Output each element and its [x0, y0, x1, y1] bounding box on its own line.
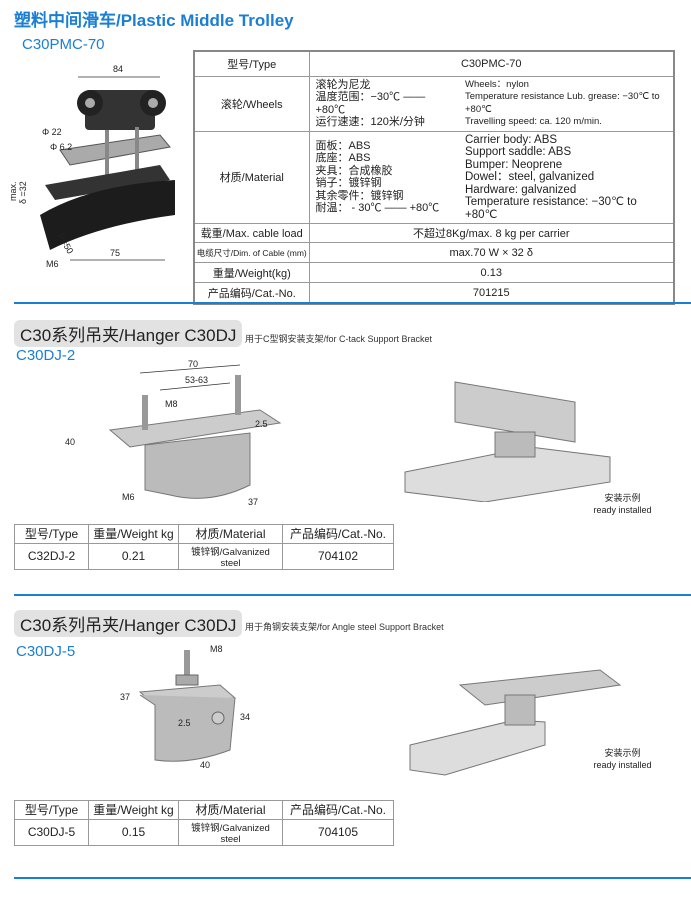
hanger1-note: 用于C型钢安装支架/for C-tack Support Bracket [245, 334, 433, 344]
svg-text:37: 37 [120, 692, 130, 702]
svg-text:δ =32: δ =32 [18, 181, 28, 204]
svg-text:40: 40 [200, 760, 210, 770]
hanger2-model: C30DJ-5 [16, 643, 76, 660]
svg-text:53-63: 53-63 [185, 375, 208, 385]
col-material: 材质/Material [178, 524, 283, 544]
col-weight: 重量/Weight kg [88, 800, 179, 820]
svg-text:70: 70 [188, 359, 198, 369]
load-value: 不超过8Kg/max. 8 kg per carrier [308, 223, 675, 243]
col-cat: 产品编码/Cat.-No. [282, 800, 394, 820]
cable-label: 电缆尺寸/Dim. of Cable (mm) [193, 242, 310, 263]
hanger2-heading: C30系列吊夹/Hanger C30DJ [14, 610, 243, 637]
cat-label: 产品编码/Cat.-No. [193, 282, 310, 304]
svg-text:37: 37 [248, 497, 258, 507]
hanger1-drawing: 70 53-63 M8 40 2.5 37 M6 [65, 359, 282, 507]
hanger2-installed-drawing [409, 669, 622, 776]
svg-text:40: 40 [65, 437, 75, 447]
col-material: 材质/Material [178, 800, 283, 820]
svg-text:M6: M6 [46, 259, 59, 269]
svg-text:75: 75 [110, 248, 120, 258]
wheels-label: 滚轮/Wheels [193, 75, 310, 132]
svg-text:2.5: 2.5 [178, 718, 191, 728]
svg-text:M8: M8 [165, 399, 178, 409]
trolley-drawing: 84 Φ 22 Φ 6.2 max. δ =32 R=50 M6 75 [10, 64, 175, 269]
cable-value: max.70 W × 32 δ [308, 242, 675, 263]
hanger1-installed-drawing [404, 381, 611, 502]
svg-text:2.5: 2.5 [255, 419, 268, 429]
material-label: 材质/Material [193, 130, 310, 224]
col-weight: 重量/Weight kg [88, 524, 179, 544]
svg-text:84: 84 [113, 64, 123, 74]
weight-value: 0.13 [308, 262, 675, 283]
col-cat: 产品编码/Cat.-No. [282, 524, 394, 544]
col-type: 型号/Type [14, 524, 89, 544]
type-value: C30PMC-70 [308, 50, 675, 77]
trolley-model: C30PMC-70 [22, 36, 105, 53]
weight-label: 重量/Weight(kg) [193, 262, 310, 283]
svg-text:max.: max. [10, 181, 18, 201]
svg-text:M6: M6 [122, 492, 135, 502]
svg-text:Φ 22: Φ 22 [42, 127, 62, 137]
svg-text:34: 34 [240, 712, 250, 722]
divider [14, 302, 691, 304]
type-label: 型号/Type [193, 50, 310, 77]
svg-text:M8: M8 [210, 644, 223, 654]
load-label: 载重/Max. cable load [193, 223, 310, 243]
divider [14, 877, 691, 879]
svg-text:Φ 6.2: Φ 6.2 [50, 142, 72, 152]
hanger1-heading: C30系列吊夹/Hanger C30DJ [14, 320, 243, 347]
cat-value: 701215 [308, 282, 675, 304]
hanger1-model: C30DJ-2 [16, 347, 76, 364]
page-title: 塑料中间滑车/Plastic Middle Trolley [14, 11, 294, 30]
hanger2-note: 用于角钢安装支架/for Angle steel Support Bracket [245, 622, 444, 632]
divider [14, 594, 691, 596]
col-type: 型号/Type [14, 800, 89, 820]
hanger2-drawing: M8 37 2.5 34 40 [120, 644, 250, 770]
